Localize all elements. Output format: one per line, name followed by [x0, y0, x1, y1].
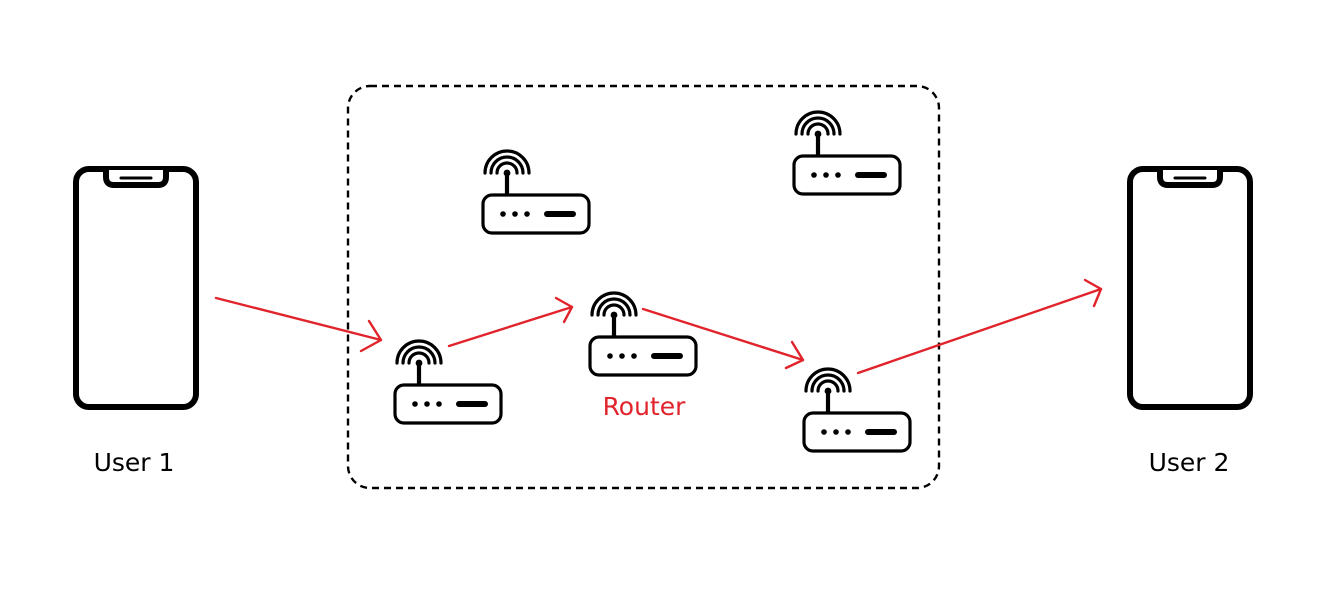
- user-1-label: User 1: [94, 448, 175, 477]
- path-arrow-2: [447, 305, 574, 348]
- user-2-label: User 2: [1149, 448, 1230, 477]
- user-2-phone-icon: [1130, 169, 1250, 407]
- router-icon-idle-1: [483, 151, 589, 233]
- path-arrowhead-2: [554, 296, 574, 324]
- routing-path: [214, 278, 1103, 375]
- user-1-phone-icon: [76, 169, 196, 407]
- router-icon-hop-3: [804, 369, 910, 451]
- router-icon-hop-1: [395, 341, 501, 423]
- router-icon-idle-2: [794, 112, 900, 194]
- path-arrowhead-1: [359, 319, 383, 353]
- path-arrow-4: [856, 287, 1103, 375]
- router-icon-hop-2: [590, 293, 696, 375]
- path-arrowhead-3: [784, 340, 805, 370]
- path-arrow-1: [214, 296, 383, 342]
- router-label: Router: [603, 392, 687, 421]
- path-arrow-3: [641, 307, 805, 362]
- network-boundary: [346, 84, 941, 490]
- path-arrowhead-4: [1083, 278, 1103, 308]
